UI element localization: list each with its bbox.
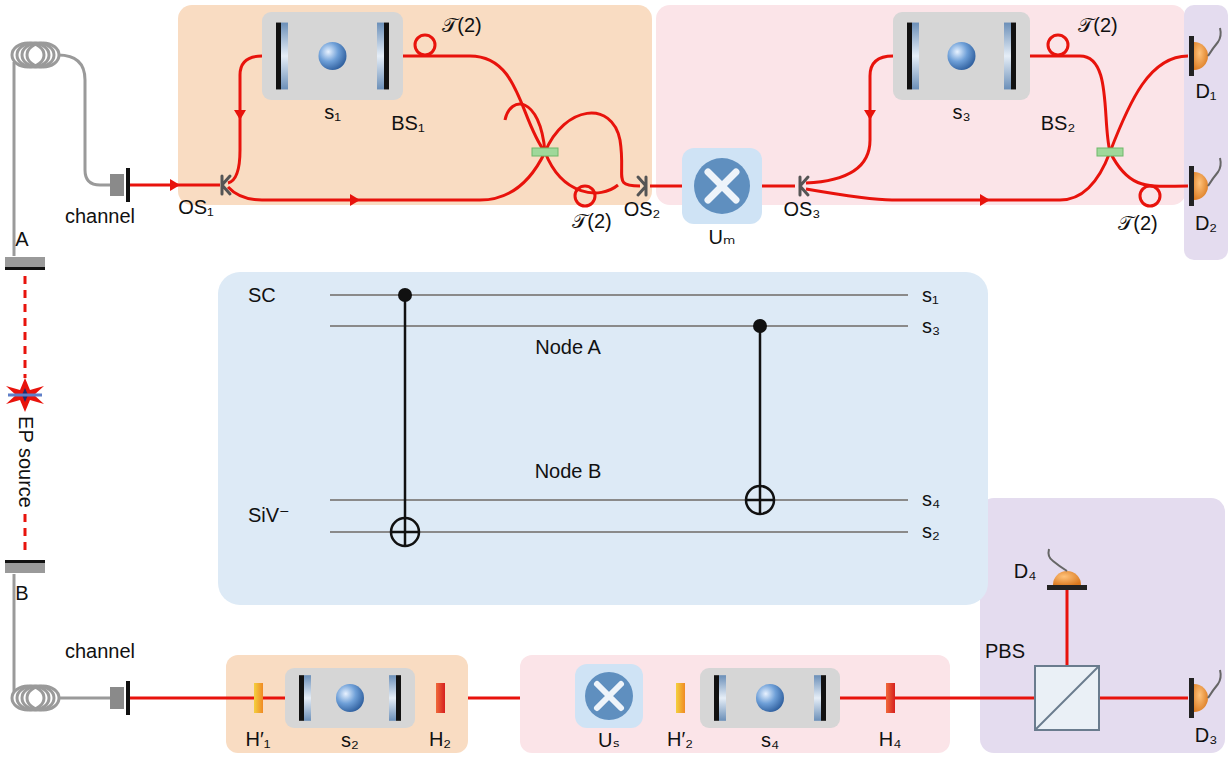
channel-label: channel: [65, 640, 135, 663]
qubit-label: SC: [248, 284, 276, 307]
qubit-label: s₁: [922, 284, 939, 307]
arrow-mark: [170, 110, 990, 206]
detection-region: [980, 498, 1225, 753]
ep-source: [5, 257, 45, 573]
wave-plate-label: H₂: [429, 728, 451, 751]
node-label: Node A: [535, 336, 601, 359]
operation-label: Uₘ: [709, 226, 736, 249]
cavity-mirrors: [262, 12, 403, 100]
port-label: B: [15, 582, 28, 605]
port-label: A: [15, 228, 28, 251]
delay-label: 𝒯(2): [442, 14, 481, 37]
delay-label: 𝒯(2): [572, 210, 611, 233]
cavity-mirrors: [700, 668, 840, 728]
wave-plate-label: H₄: [879, 728, 902, 751]
quantum-circuit-panel: SC s₁ s₃ Node A Node B SiV⁻ s₄ s₂: [218, 272, 988, 605]
delay-label: 𝒯(2): [1078, 14, 1117, 37]
cavity-label: s₃: [952, 101, 970, 124]
qubit-label: s₂: [922, 520, 940, 543]
fibre-channel: [12, 43, 110, 710]
source-label: EP source: [14, 416, 37, 508]
optical-cavity: s₄: [700, 668, 840, 728]
detector-label: D₁: [1195, 80, 1216, 103]
switch-label: OS₃: [783, 198, 820, 221]
fibre-delay-loop: [415, 35, 1160, 206]
cavity-label: s₄: [761, 729, 779, 752]
stage-one-region: [178, 5, 652, 205]
switch-label: OS₂: [624, 198, 661, 221]
beam-splitter-label: BS₁: [391, 112, 424, 135]
detector-label: D₃: [1195, 724, 1218, 747]
cavity-mirrors: [285, 668, 415, 728]
stage-two-region: [520, 655, 950, 753]
optical-cavity: s₂: [285, 668, 415, 728]
cavity-mirrors: [893, 12, 1030, 100]
operation-label: Uₛ: [598, 729, 620, 752]
cavity-label: s₂: [341, 729, 359, 752]
wave-plate-label: H′₁: [246, 728, 271, 751]
qubit-label: s₃: [922, 315, 940, 338]
collimator: [110, 168, 130, 715]
beam-splitter-label: PBS: [985, 640, 1025, 663]
beam-splitter: [532, 148, 1123, 156]
detector-label: D₂: [1195, 212, 1217, 235]
qubit-label: SiV⁻: [248, 504, 290, 527]
optical-cavity: s₁: [262, 12, 403, 100]
stage-one-region: [226, 655, 468, 753]
circuit-wires: [218, 272, 988, 605]
stage-two-region: [656, 5, 1186, 205]
wave-plate-label: H′₂: [667, 728, 693, 751]
optical-cavity: s₃: [893, 12, 1030, 100]
channel-label: channel: [65, 205, 135, 228]
polarizing-beam-splitter: [1035, 666, 1099, 730]
switch-label: OS₁: [178, 196, 214, 219]
detector-label: D₄: [1014, 560, 1037, 583]
qubit-label: s₄: [922, 488, 940, 511]
beam-splitter-label: BS₂: [1041, 112, 1075, 135]
delay-label: 𝒯(2): [1118, 212, 1157, 235]
cavity-label: s₁: [324, 101, 341, 124]
detection-region: [1184, 5, 1228, 260]
node-label: Node B: [535, 460, 602, 483]
